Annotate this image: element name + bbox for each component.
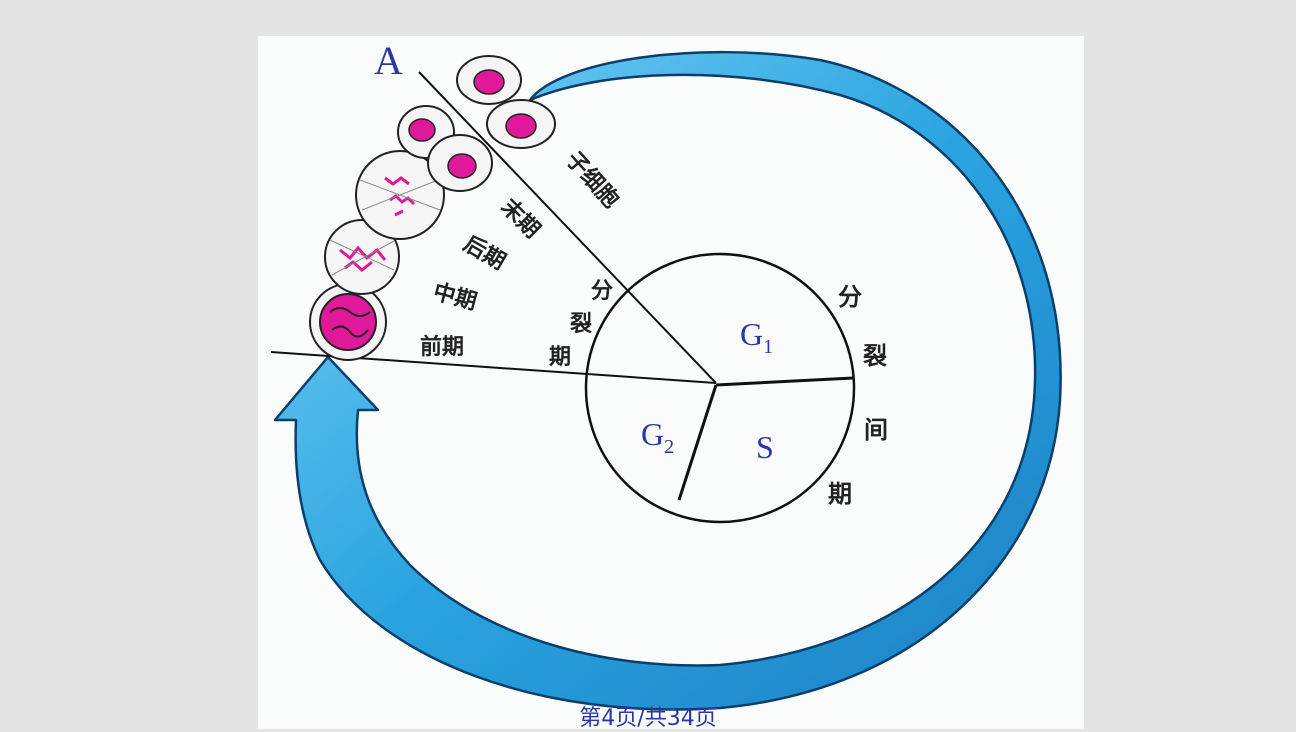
line-a xyxy=(418,71,717,384)
label-interphase-1: 分 xyxy=(838,283,862,311)
s-g2-divider xyxy=(677,384,718,501)
g1-s-divider xyxy=(715,376,854,387)
label-telophase: 末期 xyxy=(496,195,545,244)
label-interphase-3: 间 xyxy=(864,416,888,444)
cycle-arrow xyxy=(273,50,1062,711)
cell-prophase xyxy=(309,283,387,361)
label-daughter-cells: 子细胞 xyxy=(561,147,624,213)
cell-anaphase xyxy=(355,150,445,240)
label-g1: G1 xyxy=(740,316,773,358)
label-s: S xyxy=(756,429,774,465)
label-point-a: A xyxy=(374,38,403,83)
cell-telophase xyxy=(397,105,493,192)
slide: A B G1 G2 S 子细胞 末期 后期 中期 前期 分 裂 期 分 裂 间 … xyxy=(258,36,1084,729)
cell-daughter-1 xyxy=(456,55,522,105)
label-mitotic-3: 期 xyxy=(549,345,571,370)
label-mitotic-2: 裂 xyxy=(570,312,592,337)
cell-daughter-2 xyxy=(486,99,556,149)
label-g2: G2 xyxy=(641,416,674,458)
label-interphase-4: 期 xyxy=(828,480,852,508)
label-anaphase: 后期 xyxy=(459,232,510,276)
cell-cycle-diagram: A B G1 G2 S 子细胞 末期 后期 中期 前期 分 裂 期 分 裂 间 … xyxy=(270,38,1062,711)
label-interphase-2: 裂 xyxy=(863,342,887,370)
label-mitotic-1: 分 xyxy=(591,279,613,304)
label-metaphase: 中期 xyxy=(430,280,479,316)
page-footer: 第4页/共34页 xyxy=(579,706,717,731)
interphase-circle xyxy=(584,252,856,524)
cell-metaphase xyxy=(324,219,400,295)
label-prophase: 前期 xyxy=(420,334,464,360)
